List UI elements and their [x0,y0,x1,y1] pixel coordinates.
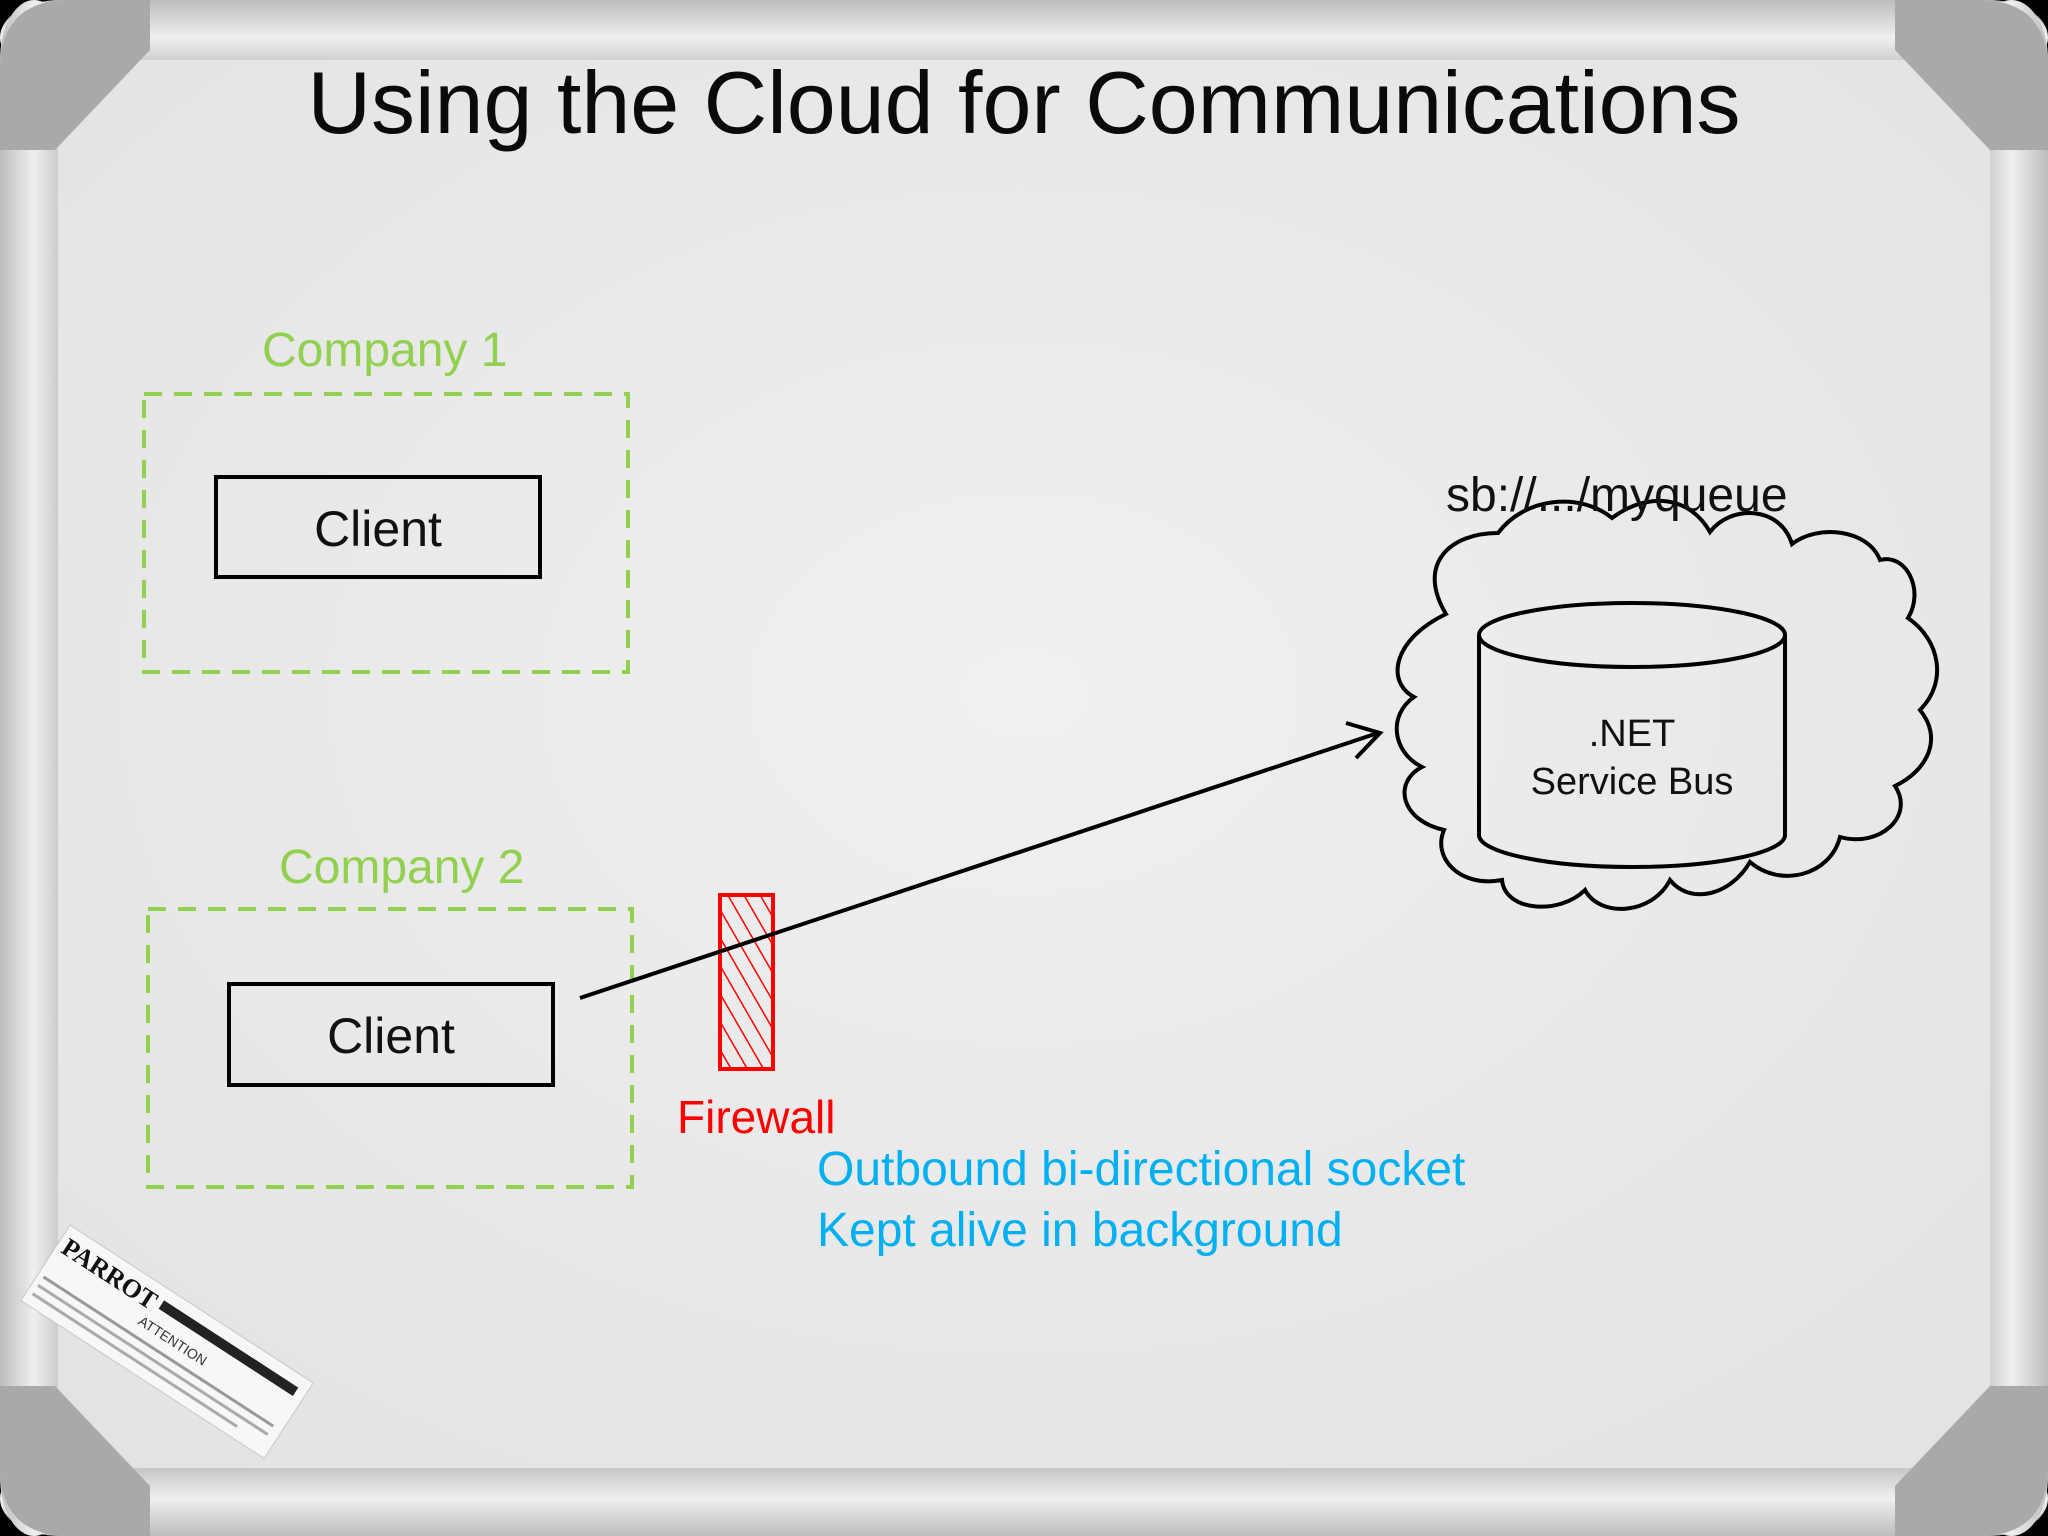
firewall-block [718,893,775,1071]
company1-client-label: Client [314,501,442,557]
company2-boundary [146,907,634,1189]
queue-url: sb://.../myqueue [1446,469,1788,522]
slide-title: Using the Cloud for Communications [307,53,1741,152]
service-bus-cylinder [1477,601,1787,869]
company2-label: Company 2 [279,841,525,894]
company1-label: Company 1 [262,324,508,377]
service-bus-line2: Service Bus [1530,761,1734,803]
company1-client-box [214,475,542,579]
service-bus-line1: .NET [1588,713,1676,755]
firewall-label: Firewall [677,1091,836,1143]
company2-client-label: Client [327,1008,455,1064]
company2-client-box [227,982,555,1087]
company1-boundary [142,392,630,674]
note-line-1: Outbound bi-directional socket [817,1143,1466,1196]
cloud-shape [1394,498,1940,911]
connection-arrow [579,721,1384,1000]
note-line-2: Kept alive in background [817,1204,1343,1257]
